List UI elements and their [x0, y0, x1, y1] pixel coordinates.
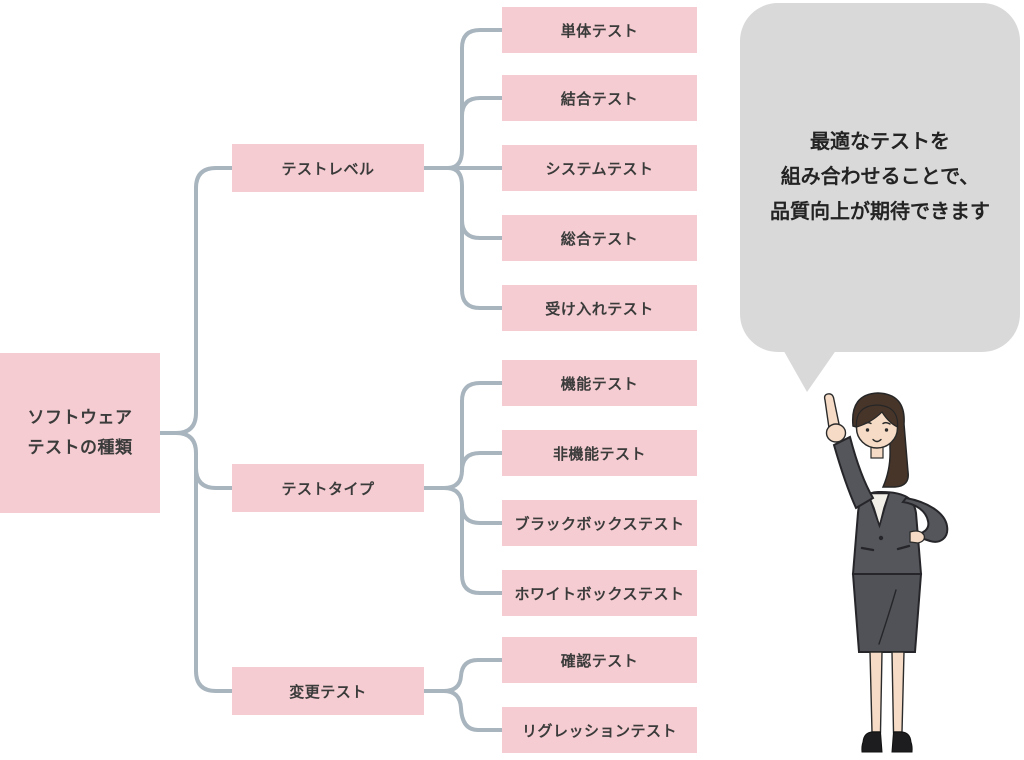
leaf-node-unit-test: 単体テスト — [502, 7, 697, 53]
leaf-label: 結合テスト — [560, 90, 639, 108]
leaf-node-confirmation-test: 確認テスト — [502, 637, 697, 683]
leaf-node-nonfunctional-test: 非機能テスト — [502, 430, 697, 476]
speech-bubble: 最適なテストを 組み合わせることで、 品質向上が期待できます — [740, 3, 1020, 352]
branch-label: テストタイプ — [281, 480, 375, 498]
leaf-label: 受け入れテスト — [545, 300, 654, 318]
root-node: ソフトウェア テストの種類 — [0, 353, 160, 513]
businesswoman-pointing-up-illustration — [823, 392, 949, 753]
leaf-node-integration-test: 結合テスト — [502, 75, 697, 121]
leaf-label: ブラックボックステスト — [514, 515, 685, 533]
leaf-label: 確認テスト — [560, 652, 639, 670]
branch-node-test-level: テストレベル — [232, 144, 424, 192]
branch-node-test-type: テストタイプ — [232, 464, 424, 512]
branch-label: 変更テスト — [289, 683, 367, 701]
leaf-node-blackbox-test: ブラックボックステスト — [502, 500, 697, 546]
root-node-label-line1: ソフトウェア — [27, 408, 133, 428]
speech-bubble-line2: 組み合わせることで、 — [780, 166, 980, 188]
leaf-node-regression-test: リグレッションテスト — [502, 707, 697, 753]
leaf-node-functional-test: 機能テスト — [502, 360, 697, 406]
leaf-label: 単体テスト — [560, 22, 639, 40]
root-node-label-line2: テストの種類 — [27, 438, 133, 457]
leaf-node-acceptance-test: 受け入れテスト — [502, 285, 697, 331]
leaf-label: リグレッションテスト — [521, 722, 677, 740]
leaf-label: ホワイトボックステスト — [514, 585, 685, 603]
leaf-label: 総合テスト — [560, 230, 639, 248]
speech-bubble-line1: 最適なテストを — [810, 131, 950, 153]
branch-node-change-test: 変更テスト — [232, 667, 424, 715]
leaf-node-system-test: システムテスト — [502, 145, 697, 191]
leaf-label: システムテスト — [545, 160, 654, 178]
leaf-label: 非機能テスト — [552, 445, 646, 463]
leaf-node-comprehensive-test: 総合テスト — [502, 215, 697, 261]
branch-label: テストレベル — [281, 160, 375, 178]
leaf-node-whitebox-test: ホワイトボックステスト — [502, 570, 697, 616]
speech-bubble-line3: 品質向上が期待できます — [770, 201, 990, 223]
leaf-label: 機能テスト — [560, 375, 639, 393]
